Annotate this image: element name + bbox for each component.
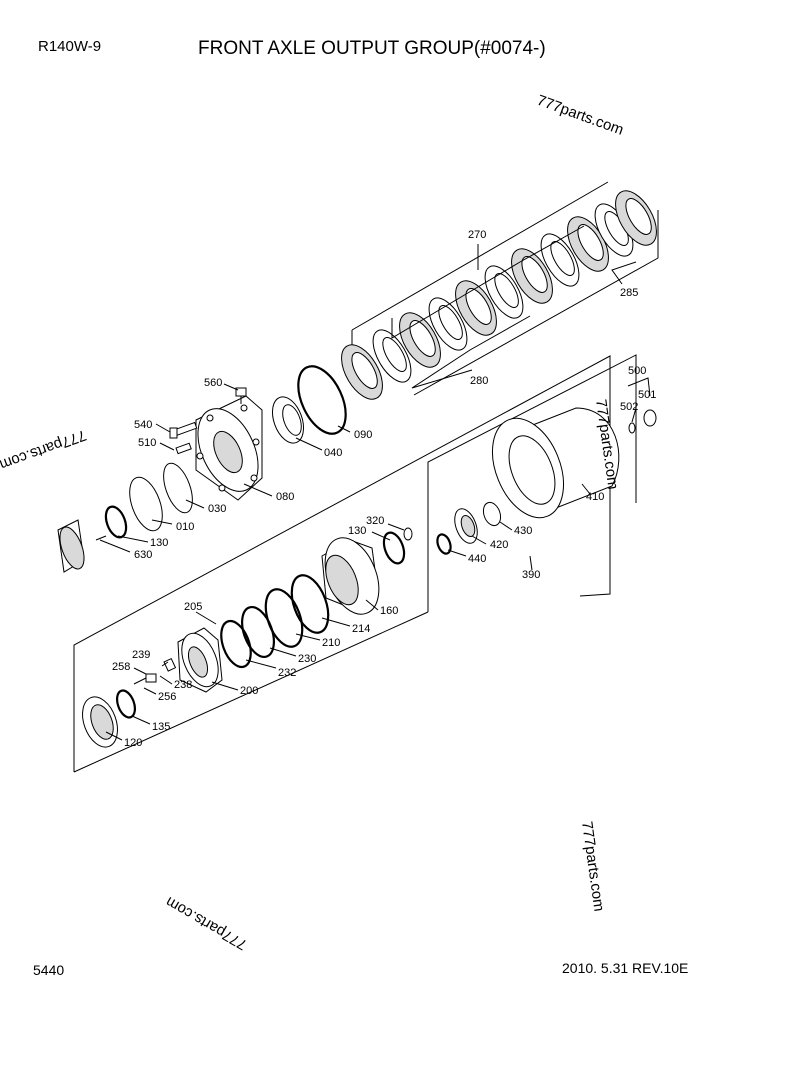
o-ring-502 bbox=[628, 422, 636, 434]
label-160: 160 bbox=[380, 605, 398, 617]
separator-plate bbox=[341, 344, 383, 400]
label-320: 320 bbox=[366, 515, 384, 527]
o-ring-214 bbox=[290, 574, 330, 634]
label-500: 500 bbox=[628, 365, 646, 377]
seal-ring-010 bbox=[129, 476, 163, 532]
o-ring-135 bbox=[115, 689, 137, 719]
label-210: 210 bbox=[322, 637, 340, 649]
label-080: 080 bbox=[276, 491, 294, 503]
label-238: 238 bbox=[174, 679, 192, 691]
label-630: 630 bbox=[134, 549, 152, 561]
o-ring-090 bbox=[297, 365, 347, 435]
bolt-510 bbox=[175, 442, 192, 455]
label-214: 214 bbox=[352, 623, 370, 635]
spring-239 bbox=[163, 657, 177, 672]
label-560: 560 bbox=[204, 377, 222, 389]
label-258: 258 bbox=[112, 661, 130, 673]
washer-320 bbox=[403, 527, 413, 541]
group-frame-base bbox=[73, 611, 429, 773]
group-frame-lower bbox=[73, 355, 611, 772]
label-256: 256 bbox=[158, 691, 176, 703]
snap-ring-440 bbox=[436, 533, 452, 555]
label-420: 420 bbox=[490, 539, 508, 551]
leader-285 bbox=[611, 261, 637, 285]
watermark-bottom-left: 777parts.com bbox=[163, 893, 250, 953]
separator-plate bbox=[511, 248, 553, 304]
label-280: 280 bbox=[470, 375, 488, 387]
leader-270-bracket bbox=[391, 225, 585, 339]
separator-plate bbox=[399, 312, 441, 368]
label-010: 010 bbox=[176, 521, 194, 533]
label-130-b: 130 bbox=[348, 525, 366, 537]
o-ring-230 bbox=[241, 606, 275, 658]
label-440: 440 bbox=[468, 553, 486, 565]
plug-501 bbox=[643, 409, 657, 427]
disc-stack bbox=[341, 190, 657, 400]
group-frame-390 bbox=[427, 354, 637, 612]
watermark-bottom-right: 777parts.com bbox=[578, 820, 607, 912]
pin-256 bbox=[133, 677, 147, 685]
label-120: 120 bbox=[124, 737, 142, 749]
watermark-left: 777parts.com bbox=[0, 426, 88, 473]
label-510: 510 bbox=[138, 437, 156, 449]
part-labels: 270 280 285 500 501 502 560 540 510 090 … bbox=[112, 229, 656, 749]
o-ring-232 bbox=[220, 619, 252, 669]
seal-ring-030 bbox=[163, 462, 193, 514]
page-number: 5440 bbox=[33, 962, 65, 978]
leader-lines bbox=[99, 383, 637, 741]
label-540: 540 bbox=[134, 419, 152, 431]
label-232: 232 bbox=[278, 667, 296, 679]
label-090: 090 bbox=[354, 429, 372, 441]
label-502: 502 bbox=[620, 401, 638, 413]
label-239: 239 bbox=[132, 649, 150, 661]
label-130-a: 130 bbox=[150, 537, 168, 549]
label-390: 390 bbox=[522, 569, 540, 581]
label-030: 030 bbox=[208, 503, 226, 515]
o-ring-130 bbox=[104, 505, 128, 539]
label-040: 040 bbox=[324, 447, 342, 459]
friction-plate bbox=[594, 203, 634, 257]
leader-280 bbox=[411, 315, 531, 389]
ring-gear-120 bbox=[82, 696, 118, 748]
pin-205 bbox=[205, 617, 217, 625]
page-title: FRONT AXLE OUTPUT GROUP(#0074-) bbox=[198, 38, 546, 59]
friction-plate bbox=[372, 329, 412, 383]
sleeve-258 bbox=[145, 673, 157, 683]
label-285: 285 bbox=[620, 287, 638, 299]
watermark-top: 777parts.com bbox=[535, 92, 626, 139]
label-270: 270 bbox=[468, 229, 486, 241]
hub-080 bbox=[195, 395, 263, 501]
friction-plate bbox=[484, 265, 524, 319]
label-135: 135 bbox=[152, 721, 170, 733]
label-205: 205 bbox=[184, 601, 202, 613]
revision-date: 2010. 5.31 REV.10E bbox=[562, 960, 689, 976]
friction-plate bbox=[428, 297, 468, 351]
bearing-430 bbox=[482, 501, 502, 527]
lock-nut-assembly bbox=[57, 519, 107, 573]
planet-carrier-160 bbox=[321, 537, 380, 615]
bolt-560 bbox=[235, 387, 247, 404]
bolt-540 bbox=[169, 421, 198, 439]
piston-200 bbox=[177, 627, 223, 693]
leader-500 bbox=[627, 377, 651, 397]
o-ring-130-b bbox=[382, 531, 406, 565]
friction-plate bbox=[540, 233, 580, 287]
bearing-420 bbox=[454, 508, 478, 544]
seal-040 bbox=[271, 396, 305, 444]
disc-frame-bottom bbox=[413, 210, 659, 396]
label-430: 430 bbox=[514, 525, 532, 537]
label-410: 410 bbox=[586, 491, 604, 503]
disc-frame-top bbox=[351, 181, 609, 331]
separator-plate bbox=[615, 190, 657, 246]
model-code: R140W-9 bbox=[38, 38, 102, 55]
label-200: 200 bbox=[240, 685, 258, 697]
housing-410 bbox=[492, 407, 620, 519]
label-230: 230 bbox=[298, 653, 316, 665]
label-501: 501 bbox=[638, 389, 656, 401]
